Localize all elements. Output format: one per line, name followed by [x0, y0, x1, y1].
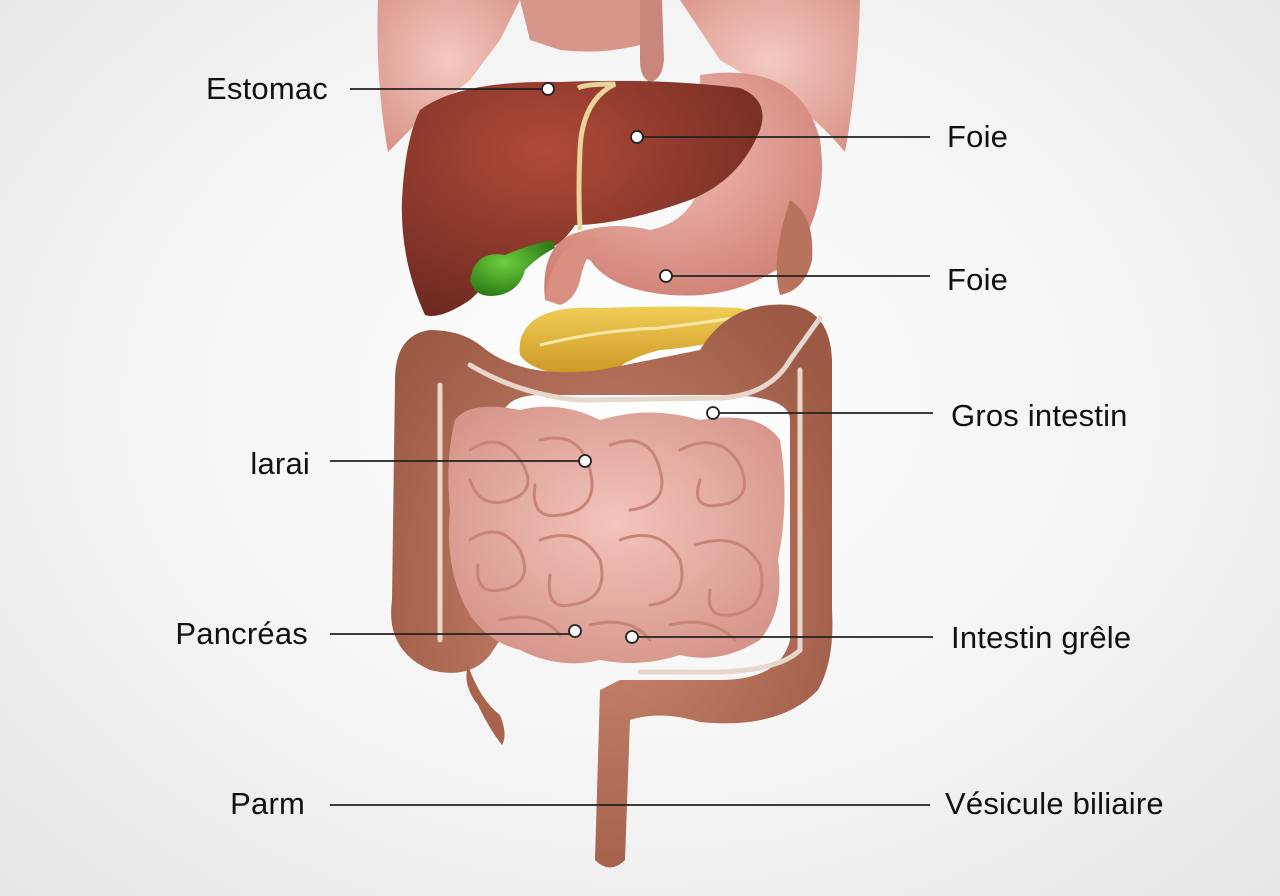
leader-dot-foie-2 [659, 269, 673, 283]
label-vesicule-biliaire: Vésicule biliaire [945, 786, 1164, 821]
falciform-ligament [576, 81, 617, 231]
leader-dot-pancreas [568, 624, 582, 638]
right-lung [680, 0, 860, 152]
leader-dot-estomac [541, 82, 555, 96]
duodenum [545, 237, 600, 305]
label-parm: Parm [230, 786, 305, 821]
pancreatic-duct [539, 314, 746, 347]
diaphragm-center [520, 0, 650, 52]
pancreas-shape [519, 306, 756, 382]
leader-dot-intestin-grele [625, 630, 639, 644]
small-intestine-loops [468, 436, 764, 642]
label-estomac: Estomac [206, 71, 328, 106]
label-gros-intestin: Gros intestin [951, 398, 1128, 433]
esophagus [640, 0, 664, 82]
leader-dot-foie-1 [630, 130, 644, 144]
label-intestin-grele: Intestin grêle [951, 620, 1132, 655]
leader-dot-gros-intestin [706, 406, 720, 420]
leader-dot-larai [578, 454, 592, 468]
left-lung [377, 0, 520, 152]
label-foie-2: Foie [947, 262, 1009, 297]
label-larai: larai [250, 446, 310, 481]
label-pancreas: Pancréas [175, 616, 308, 651]
small-intestine-mass [448, 406, 785, 664]
leader-lines [330, 82, 933, 806]
label-foie-1: Foie [947, 119, 1009, 154]
stomach-right-lobe [776, 200, 813, 295]
colon-inner-band [437, 315, 823, 675]
appendix [466, 665, 505, 745]
gallbladder-shape [470, 240, 555, 296]
